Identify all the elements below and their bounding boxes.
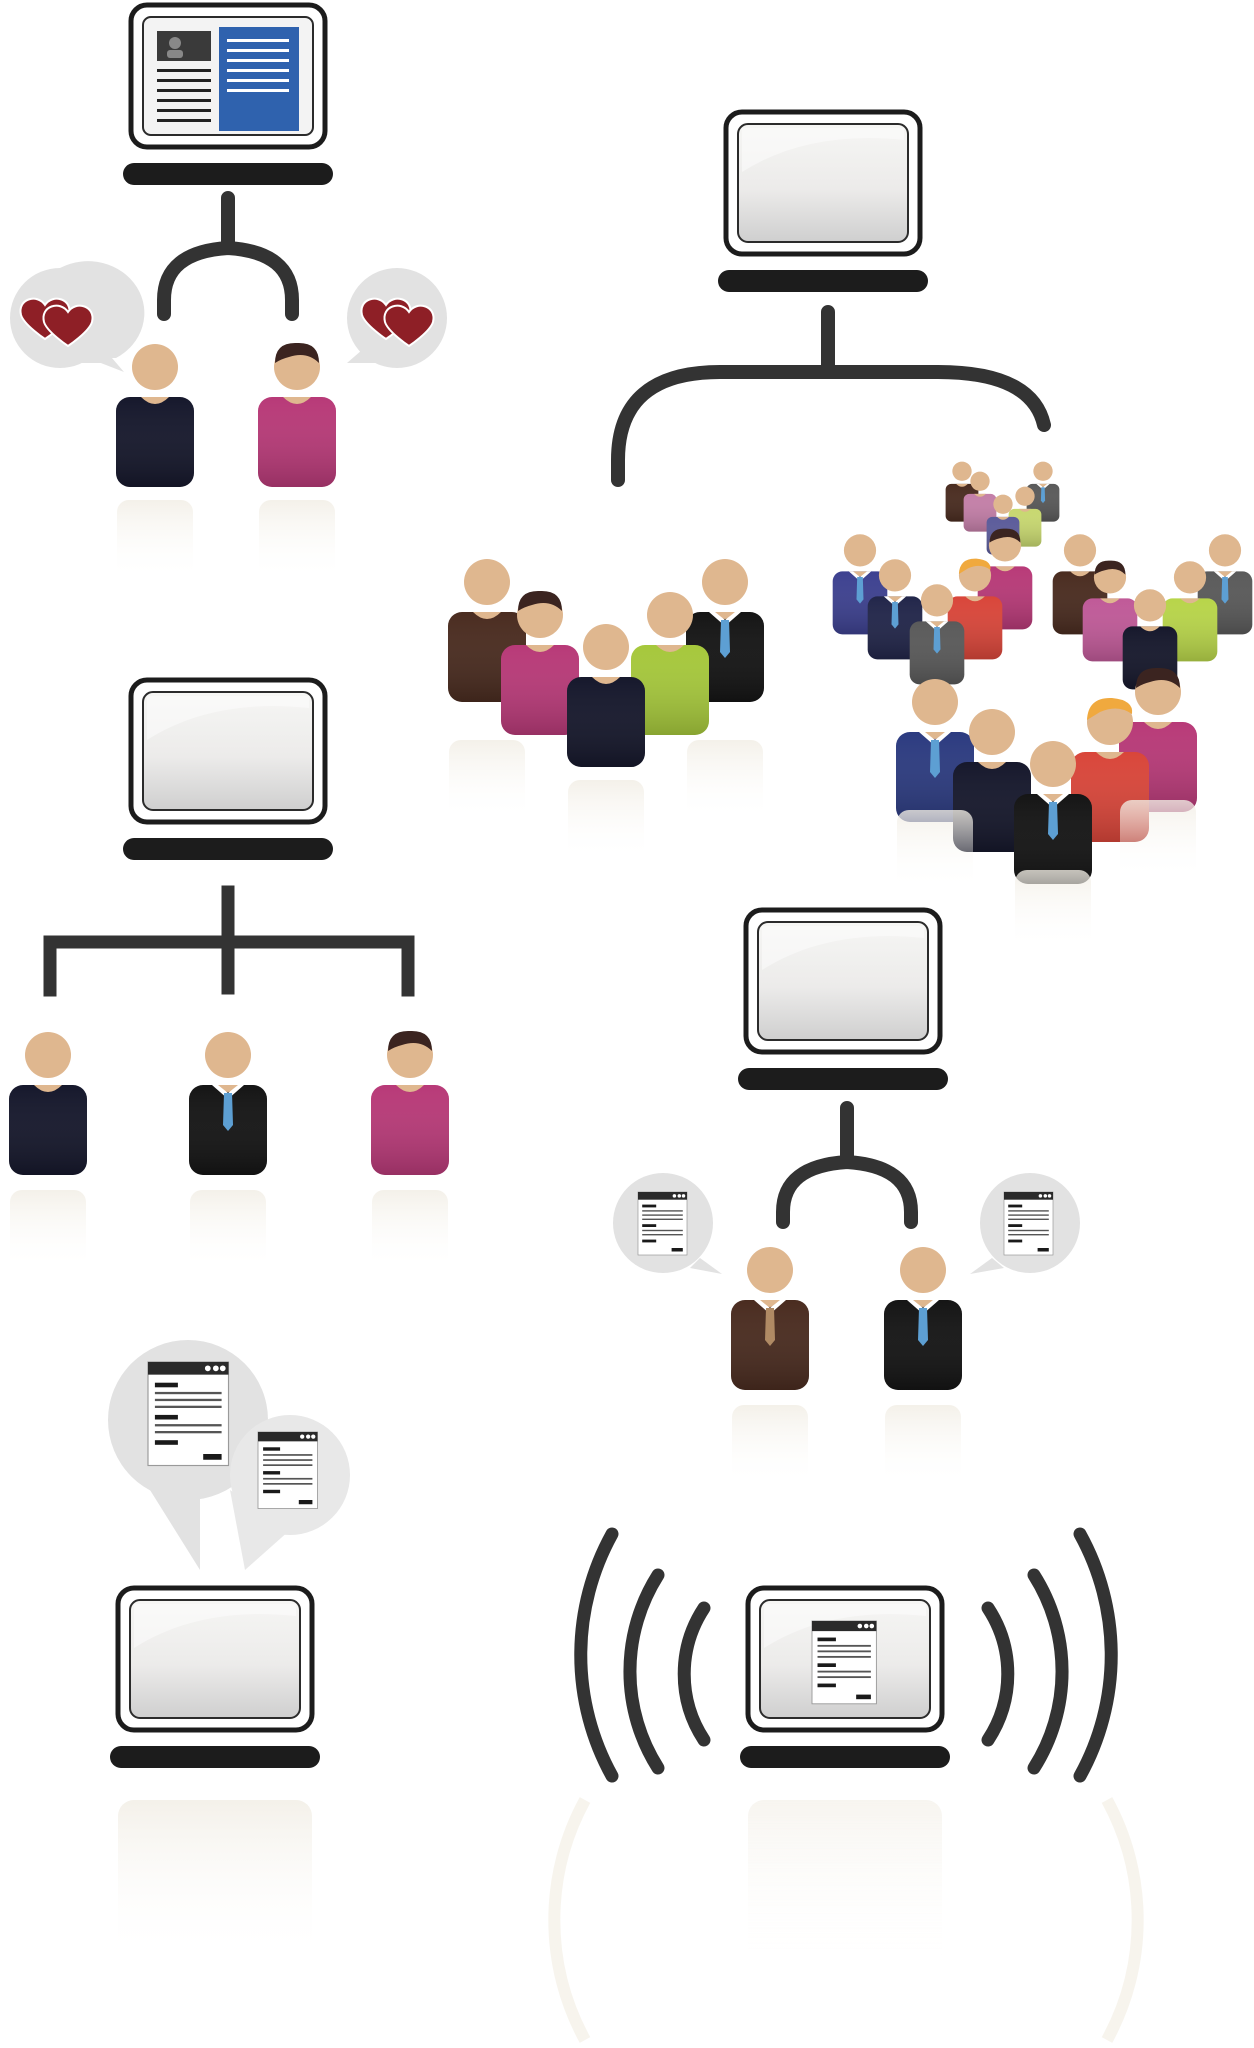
- news-laptop: [123, 2, 333, 185]
- person: [501, 590, 579, 735]
- document-bubble-right: [970, 1173, 1080, 1274]
- document-icon: [257, 1431, 318, 1509]
- person: [567, 624, 645, 767]
- person-man-navy: [116, 344, 194, 487]
- message-bubble-large: [108, 1340, 268, 1570]
- document-icon: [811, 1620, 877, 1705]
- person-man-brown-tie: [731, 1247, 809, 1390]
- fork-connector: [776, 1101, 918, 1229]
- hearts-bubble-left: [10, 261, 145, 372]
- document-bubble-left: [613, 1173, 722, 1274]
- laptop-with-messages-group: [108, 1340, 350, 1960]
- person-woman-pink: [258, 342, 336, 487]
- fork-connector: [157, 191, 299, 321]
- document-icon: [1003, 1191, 1054, 1256]
- wide-fork-connector: [611, 305, 1051, 487]
- news-to-two-people-group: [10, 2, 447, 580]
- person: [1014, 741, 1092, 884]
- document-icon: [147, 1361, 230, 1467]
- person-man-black-tie: [884, 1247, 962, 1390]
- laptop-icon: [718, 112, 928, 292]
- person-man-navy: [9, 1032, 87, 1175]
- laptop-to-crowds-group: [448, 112, 1253, 950]
- laptop-broadcast-group: [548, 1527, 1144, 2043]
- person: [867, 559, 923, 660]
- laptop-icon: [110, 1588, 320, 1768]
- laptop-with-document: [740, 1588, 950, 1768]
- laptop-to-two-businessmen-group: [613, 910, 1080, 1485]
- laptop-icon: [123, 680, 333, 860]
- small-crowd: [448, 559, 764, 860]
- reflection: [118, 1800, 312, 1960]
- person-woman-pink: [371, 1030, 449, 1175]
- document-icon: [637, 1191, 688, 1256]
- reflection: [259, 500, 335, 580]
- person-man-black-tie: [189, 1032, 267, 1175]
- news-page-icon: [157, 27, 299, 131]
- person: [909, 584, 965, 685]
- message-bubble-small: [230, 1415, 350, 1570]
- hearts-bubble-right: [347, 268, 447, 368]
- person: [631, 592, 709, 735]
- reflection: [117, 500, 193, 580]
- person: [947, 558, 1003, 660]
- large-crowd: [832, 461, 1253, 950]
- laptop-icon: [738, 910, 948, 1090]
- three-way-connector: [43, 885, 415, 997]
- wireless-waves-icon: [574, 1527, 1118, 1783]
- laptop-to-three-people-group: [9, 680, 449, 1270]
- reflection: [548, 1797, 1144, 2043]
